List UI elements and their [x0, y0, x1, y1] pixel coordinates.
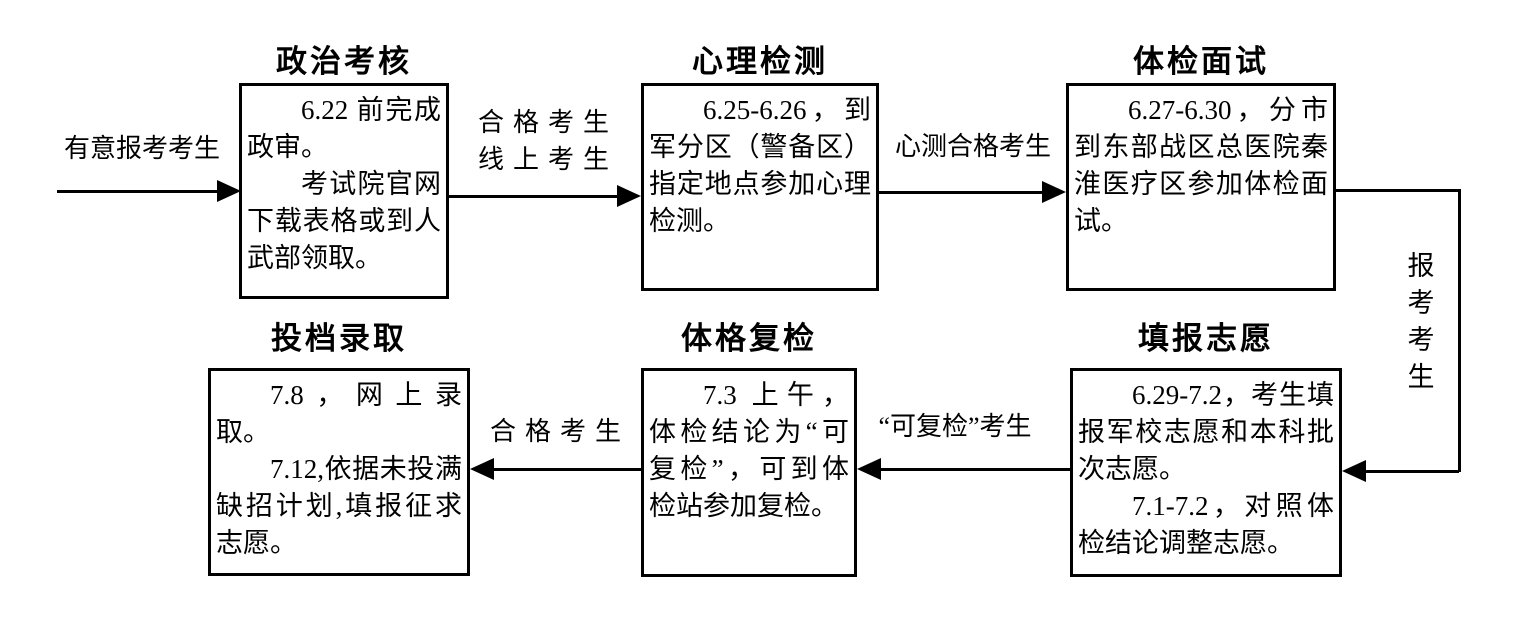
arrow-recheck-to-admission [494, 468, 641, 471]
step-title-preference-filling: 填报志愿 [1138, 321, 1274, 356]
arrow-into-preference [1366, 470, 1459, 473]
step-title-physical-exam-interview: 体检面试 [1133, 44, 1269, 79]
step-title-archive-admission: 投档录取 [271, 321, 407, 356]
edge-label-political-to-psych: 合格考生 线上考生 [455, 104, 641, 178]
edge-label-line: 线上考生 [477, 145, 618, 174]
edge-label-preference-to-recheck: “可复检”考生 [878, 412, 1032, 441]
step-box-physical-recheck: 7.3 上午，体检结论为“可复检”，可到体检站参加复检。 [641, 368, 857, 577]
arrowhead-right-icon [1042, 181, 1066, 203]
step-title-psychological-test: 心理检测 [692, 44, 828, 79]
connector-physical-to-preference-horizontal [1336, 189, 1461, 192]
arrowhead-left-icon [857, 458, 881, 480]
step-text: 7.8，网上录取。 [216, 380, 462, 447]
step-title-political-review: 政治考核 [276, 44, 412, 79]
step-text: 7.3 上午，体检结论为“可复检”，可到体检站参加复检。 [649, 380, 849, 521]
arrowhead-left-icon [1342, 460, 1366, 482]
arrow-preference-to-recheck [881, 468, 1070, 471]
step-box-physical-exam-interview: 6.27-6.30，分市到东部战区总医院秦淮医疗区参加体检面试。 [1066, 83, 1336, 291]
arrowhead-right-icon [617, 185, 641, 207]
connector-physical-to-preference-vertical [1458, 189, 1461, 472]
step-box-psychological-test: 6.25-6.26，到军分区（警备区）指定地点参加心理检测。 [641, 83, 879, 291]
arrow-start-to-political [57, 190, 217, 193]
step-text: 6.29-7.2，考生填报军校志愿和本科批次志愿。 [1078, 380, 1334, 484]
edge-label-recheck-to-admission: 合格考生 [489, 417, 630, 446]
edge-label-line: 合格考生 [477, 108, 618, 137]
edge-label-psych-to-physical: 心测合格考生 [894, 132, 1051, 161]
arrowhead-right-icon [217, 180, 241, 202]
arrowhead-left-icon [470, 458, 494, 480]
step-text: 6.27-6.30，分市到东部战区总医院秦淮医疗区参加体检面试。 [1074, 95, 1328, 236]
edge-label-start: 有意报考考生 [63, 134, 220, 163]
step-text: 7.1-7.2，对照体检结论调整志愿。 [1078, 491, 1334, 558]
step-box-archive-admission: 7.8，网上录取。 7.12,依据未投满缺招计划,填报征求志愿。 [208, 368, 470, 576]
arrow-psych-to-physical [879, 191, 1042, 194]
step-text: 考试院官网下载表格或到人武部领取。 [247, 169, 441, 273]
step-text: 6.25-6.26，到军分区（警备区）指定地点参加心理检测。 [649, 95, 871, 236]
step-text: 6.22 前完成政审。 [247, 95, 441, 162]
edge-label-physical-to-preference: 报考考生 [1407, 251, 1435, 392]
step-box-preference-filling: 6.29-7.2，考生填报军校志愿和本科批次志愿。 7.1-7.2，对照体检结论… [1070, 368, 1342, 577]
step-box-political-review: 6.22 前完成政审。 考试院官网下载表格或到人武部领取。 [239, 83, 449, 299]
step-title-physical-recheck: 体格复检 [681, 321, 817, 356]
step-text: 7.12,依据未投满缺招计划,填报征求志愿。 [216, 454, 462, 558]
arrow-political-to-psych [449, 195, 617, 198]
